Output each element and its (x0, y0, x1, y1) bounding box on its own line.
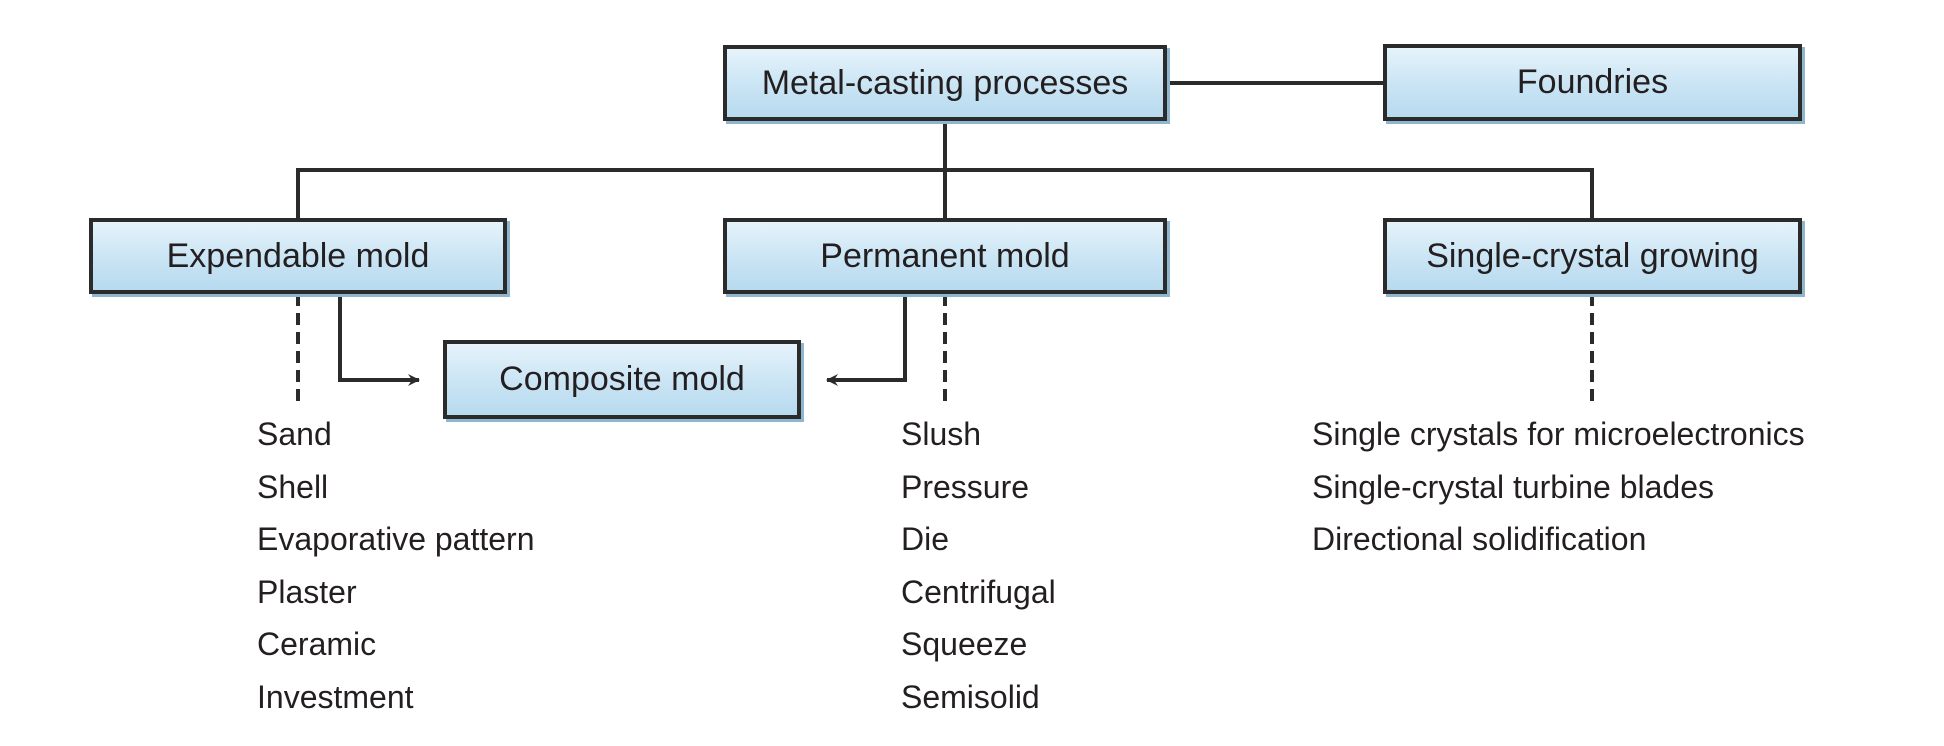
list-item: Investment (257, 678, 414, 715)
list-item: Shell (257, 468, 329, 505)
expendable-mold-process-list: Sand Shell Evaporative pattern Plaster C… (257, 408, 535, 723)
list-item: Ceramic (257, 626, 377, 662)
list-item: Squeeze (901, 626, 1028, 662)
permanent-mold-process-list: Slush Pressure Die Centrifugal Squeeze S… (901, 408, 1056, 723)
list-item: Directional solidification (1312, 521, 1647, 557)
list-item: Plaster (257, 573, 357, 610)
list-item: Die (901, 521, 950, 557)
single-crystal-growing-label: Single-crystal growing (1426, 236, 1759, 275)
permanent-to-composite-arrow (826, 293, 907, 386)
list-item: Pressure (901, 468, 1030, 505)
list-item: Semisolid (901, 678, 1040, 715)
list-item: Slush (901, 416, 982, 452)
expendable-mold-label: Expendable mold (166, 236, 430, 275)
list-item: Single crystals for microelectronics (1312, 416, 1805, 452)
foundries-box: Foundries (1383, 44, 1802, 121)
permanent-mold-label: Permanent mold (820, 236, 1070, 275)
metal-casting-processes-box: Metal-casting processes (723, 45, 1167, 121)
single-crystal-process-list: Single crystals for microelectronics Sin… (1312, 408, 1805, 566)
list-item: Single-crystal turbine blades (1312, 468, 1714, 505)
expendable-mold-box: Expendable mold (89, 218, 507, 294)
list-item: Evaporative pattern (257, 521, 535, 557)
list-item: Sand (257, 416, 332, 452)
list-item: Centrifugal (901, 573, 1056, 610)
composite-mold-label: Composite mold (499, 360, 745, 398)
composite-mold-box: Composite mold (443, 340, 801, 419)
single-crystal-growing-box: Single-crystal growing (1383, 218, 1802, 294)
expendable-to-composite-arrow (338, 293, 420, 386)
permanent-mold-box: Permanent mold (723, 218, 1167, 294)
metal-casting-processes-label: Metal-casting processes (761, 63, 1129, 102)
foundries-label: Foundries (1516, 63, 1669, 101)
